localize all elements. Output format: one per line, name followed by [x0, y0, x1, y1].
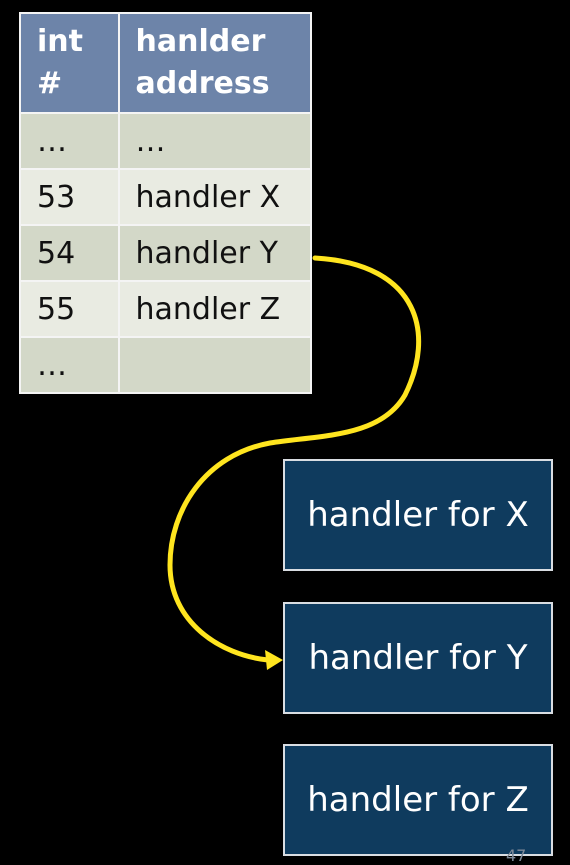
int-number-header-text: int #	[37, 24, 83, 101]
int-number-cell: 55	[19, 280, 120, 338]
handler-address-cell: …	[117, 112, 312, 170]
table-row: 53 handler X	[19, 168, 312, 226]
handler-address-header: hanlder address	[117, 12, 312, 114]
table-row: …	[19, 336, 312, 394]
handler-y-box: handler for Y	[283, 602, 553, 714]
table-row: … …	[19, 112, 312, 170]
table-header-row: int # hanlder address	[19, 12, 312, 114]
handler-x-box: handler for X	[283, 459, 553, 571]
interrupt-vector-table: int # hanlder address … … 53 handler X 5…	[19, 12, 312, 394]
handler-address-cell: handler Z	[117, 280, 312, 338]
handler-z-box: handler for Z	[283, 744, 553, 856]
page-number: 47	[506, 846, 527, 865]
int-number-cell: 54	[19, 224, 120, 282]
handler-y-label: handler for Y	[308, 638, 528, 678]
handler-address-cell: handler Y	[117, 224, 312, 282]
handler-z-label: handler for Z	[307, 780, 529, 820]
table-row: 54 handler Y	[19, 224, 312, 282]
int-number-header: int #	[19, 12, 120, 114]
int-number-cell: 53	[19, 168, 120, 226]
handler-address-cell	[117, 336, 312, 394]
handler-address-cell: handler X	[117, 168, 312, 226]
int-number-cell: …	[19, 112, 120, 170]
table-row: 55 handler Z	[19, 280, 312, 338]
handler-x-label: handler for X	[307, 495, 529, 535]
dispatch-arrow-head	[265, 650, 283, 670]
handler-address-header-text: hanlder address	[135, 24, 270, 101]
int-number-cell: …	[19, 336, 120, 394]
